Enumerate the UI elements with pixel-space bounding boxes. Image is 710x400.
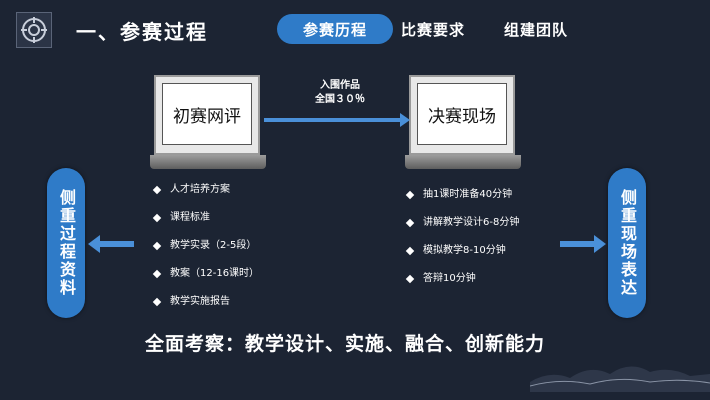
advance-label-line1: 入围作品 — [320, 80, 360, 91]
list-item: 讲解教学设计6-8分钟 — [405, 216, 519, 244]
arrow-right-icon — [264, 113, 410, 127]
first-round-label: 初赛网评 — [162, 83, 252, 145]
page-title: 一、参赛过程 — [76, 20, 208, 44]
focus-onsite-expression-badge: 侧重现场表达 — [608, 168, 646, 318]
tab-team-building[interactable]: 组建团队 — [503, 20, 568, 39]
diamond-bullet-icon — [405, 246, 415, 256]
focus-onsite-expression-label: 侧重现场表达 — [618, 189, 637, 297]
diamond-bullet-icon — [152, 213, 162, 223]
final-round-label: 决赛现场 — [417, 83, 507, 145]
laptop-icon-first-round: 初赛网评 — [150, 75, 266, 171]
laptop-base — [150, 155, 266, 169]
list-item: 课程标准 — [152, 211, 259, 239]
focus-process-materials-label: 侧重过程资料 — [57, 189, 76, 297]
tab-competition-history[interactable]: 参赛历程 — [277, 14, 393, 44]
summary-text: 全面考察：教学设计、实施、融合、创新能力 — [144, 333, 545, 355]
list-item-text: 人才培养方案 — [170, 184, 230, 195]
diamond-bullet-icon — [152, 269, 162, 279]
list-item-text: 抽1课时准备40分钟 — [423, 189, 513, 200]
list-item-text: 教学实录（2-5段） — [170, 240, 257, 251]
list-item-text: 答辩10分钟 — [423, 273, 476, 284]
list-item: 模拟教学8-10分钟 — [405, 244, 519, 272]
laptop-screen: 决赛现场 — [409, 75, 515, 155]
ornament-logo-icon — [16, 12, 52, 48]
advance-label: 入围作品 全国３０％ — [300, 79, 380, 107]
laptop-icon-final-round: 决赛现场 — [405, 75, 521, 171]
list-item: 教学实录（2-5段） — [152, 239, 259, 267]
first-round-requirements-list: 人才培养方案 课程标准 教学实录（2-5段） 教案（12-16课时） 教学实施报… — [152, 183, 259, 323]
final-round-requirements-list: 抽1课时准备40分钟 讲解教学设计6-8分钟 模拟教学8-10分钟 答辩10分钟 — [405, 188, 519, 300]
arrow-left-icon — [88, 235, 134, 253]
list-item: 教学实施报告 — [152, 295, 259, 323]
list-item-text: 教学实施报告 — [170, 296, 230, 307]
diamond-bullet-icon — [405, 274, 415, 284]
list-item-text: 讲解教学设计6-8分钟 — [423, 217, 520, 228]
laptop-base — [405, 155, 521, 169]
diamond-bullet-icon — [405, 218, 415, 228]
laptop-screen: 初赛网评 — [154, 75, 260, 155]
list-item: 人才培养方案 — [152, 183, 259, 211]
list-item-text: 课程标准 — [170, 212, 210, 223]
list-item: 抽1课时准备40分钟 — [405, 188, 519, 216]
mountain-decoration-icon — [530, 366, 710, 392]
tab-competition-requirements[interactable]: 比赛要求 — [400, 20, 465, 39]
arrow-right-icon — [560, 235, 606, 253]
diamond-bullet-icon — [152, 241, 162, 251]
advance-label-line2: 全国３０％ — [315, 94, 365, 105]
diamond-bullet-icon — [152, 185, 162, 195]
diamond-bullet-icon — [152, 297, 162, 307]
list-item: 教案（12-16课时） — [152, 267, 259, 295]
list-item-text: 模拟教学8-10分钟 — [423, 245, 506, 256]
list-item: 答辩10分钟 — [405, 272, 519, 300]
list-item-text: 教案（12-16课时） — [170, 268, 260, 279]
diamond-bullet-icon — [405, 190, 415, 200]
focus-process-materials-badge: 侧重过程资料 — [47, 168, 85, 318]
